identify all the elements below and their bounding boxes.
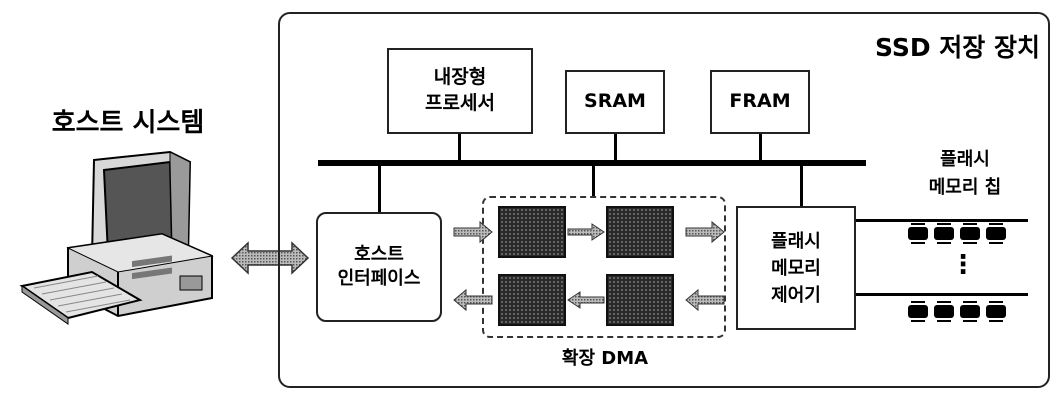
flash-chips-label-line2: 메모리 칩 xyxy=(905,174,1025,202)
arrow-controller-to-dma xyxy=(686,290,724,310)
flash-chip xyxy=(960,227,980,240)
host-interface-line1: 호스트 xyxy=(338,243,421,267)
sram-bus-link xyxy=(614,134,617,162)
arrow-dma-to-host xyxy=(454,290,492,310)
host-interface-line2: 인터페이스 xyxy=(338,267,421,291)
flash-chip xyxy=(986,227,1006,240)
flash-controller-line3: 제어기 xyxy=(771,282,821,309)
flash-chips-label-line1: 플래시 xyxy=(905,146,1025,174)
flash-channel-top xyxy=(856,219,1028,222)
host-interface-box: 호스트 인터페이스 xyxy=(316,212,442,322)
arrow-host-to-dma xyxy=(454,222,492,242)
host-interface-bus-link xyxy=(378,164,381,212)
arrow-dma-to-controller xyxy=(686,222,724,242)
flash-channel-bottom xyxy=(856,293,1028,296)
sram-box: SRAM xyxy=(565,70,665,134)
fram-box: FRAM xyxy=(710,70,810,134)
flash-chip xyxy=(960,305,980,318)
sram-label: SRAM xyxy=(584,89,646,115)
data-flow-arrows xyxy=(440,200,740,340)
dma-bus-link xyxy=(592,164,595,196)
controller-bus-link xyxy=(800,164,803,206)
embedded-processor-box: 내장형 프로세서 xyxy=(387,48,533,134)
arrow-dma-internal-top xyxy=(568,224,604,240)
flash-chip-ellipsis: ⋮ xyxy=(948,252,978,278)
flash-controller-line2: 메모리 xyxy=(771,255,821,282)
flash-chips-label: 플래시 메모리 칩 xyxy=(905,146,1025,202)
embedded-processor-line2: 프로세서 xyxy=(425,91,495,117)
extended-dma-label: 확장 DMA xyxy=(540,344,670,370)
ssd-title: SSD 저장 장치 xyxy=(840,28,1040,64)
fram-label: FRAM xyxy=(729,89,790,115)
embedded-processor-line1: 내장형 xyxy=(425,65,495,91)
flash-controller-box: 플래시 메모리 제어기 xyxy=(736,206,856,330)
arrow-dma-internal-bottom xyxy=(568,292,604,308)
flash-chip xyxy=(934,305,954,318)
flash-chip xyxy=(934,227,954,240)
host-system-title: 호스트 시스템 xyxy=(28,102,228,139)
desktop-computer-icon xyxy=(12,148,222,338)
flash-chip xyxy=(986,305,1006,318)
flash-controller-line1: 플래시 xyxy=(771,228,821,255)
flash-chip xyxy=(908,227,928,240)
flash-chip xyxy=(908,305,928,318)
fram-bus-link xyxy=(759,134,762,162)
processor-bus-link xyxy=(458,134,461,162)
